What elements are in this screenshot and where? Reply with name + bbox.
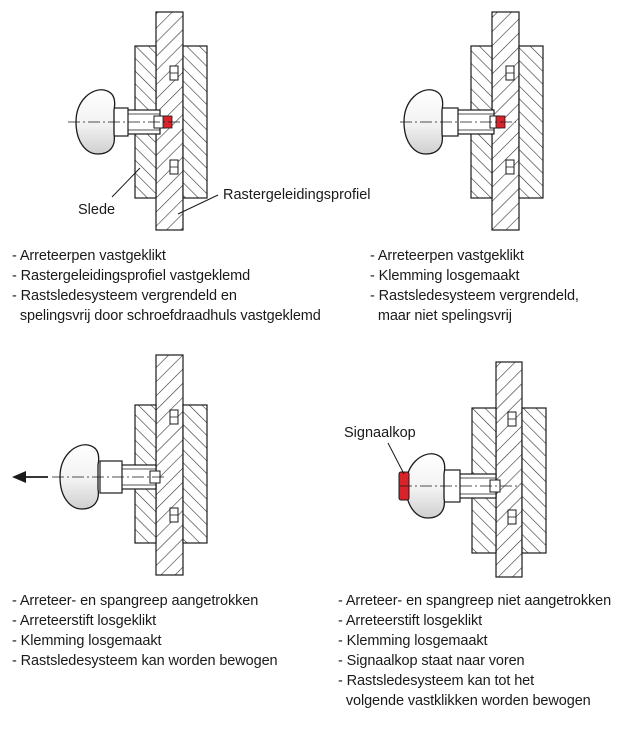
description-line: - Arreteerpen vastgeklikt [12, 248, 166, 264]
description-line: - Arreteerpen vastgeklikt [370, 248, 524, 264]
screw-bottom [505, 159, 515, 175]
rail-profile [495, 361, 523, 578]
slide-block-right [182, 404, 208, 544]
screw-bottom [507, 509, 517, 525]
description-line: maar niet spelingsvrij [370, 308, 512, 324]
description-line: - Rastsledesysteem kan worden bewogen [12, 653, 278, 669]
screw-bottom [169, 159, 179, 175]
description-line: - Signaalkop staat naar voren [338, 653, 525, 669]
panel-3-drawing [12, 354, 208, 576]
panel-2-description: - Arreteerpen vastgeklikt - Klemming los… [370, 246, 579, 326]
description-line: - Rastsledesysteem kan tot het [338, 673, 535, 689]
screw-top [169, 65, 179, 81]
description-line: spelingsvrij door schroefdraadhuls vastg… [12, 308, 321, 324]
screw-top [507, 411, 517, 427]
description-line: - Rastergeleidingsprofiel vastgeklemd [12, 268, 251, 284]
screw-top [169, 409, 179, 425]
panel-3-description: - Arreteer- en spangreep aangetrokken - … [12, 591, 278, 671]
leader-profile [177, 194, 219, 215]
slide-block-right [521, 407, 547, 554]
label-slide: Slede [78, 202, 115, 218]
rail-profile [155, 354, 184, 576]
description-line: - Arreteer- en spangreep aangetrokken [12, 593, 259, 609]
panel-1-drawing: Slede Rastergeleidingsprofiel [68, 11, 371, 231]
panel-2-drawing [400, 11, 544, 231]
leader-signal [387, 442, 405, 475]
description-line: - Arreteerstift losgeklikt [12, 613, 157, 629]
panel-4-drawing: Signaalkop [344, 361, 547, 578]
description-line: - Arreteerstift losgeklikt [338, 613, 483, 629]
leader-slide [111, 167, 141, 198]
panel-1-description: - Arreteerpen vastgeklikt - Rastergeleid… [12, 246, 321, 326]
description-line: - Klemming losgemaakt [370, 268, 520, 284]
screw-bottom [169, 507, 179, 523]
screw-top [505, 65, 515, 81]
label-profile: Rastergeleidingsprofiel [223, 187, 371, 203]
description-line: - Klemming losgemaakt [12, 633, 162, 649]
panel-4-description: - Arreteer- en spangreep niet aangetrokk… [338, 591, 611, 711]
description-line: - Rastsledesysteem vergrendeld en [12, 288, 237, 304]
description-line: - Rastsledesysteem vergrendeld, [370, 288, 579, 304]
description-line: - Arreteer- en spangreep niet aangetrokk… [338, 593, 612, 609]
description-line: - Klemming losgemaakt [338, 633, 488, 649]
pull-arrow [12, 471, 48, 483]
slide-block-right [182, 45, 208, 199]
label-signal: Signaalkop [344, 425, 416, 441]
slide-block-right [518, 45, 544, 199]
description-line: volgende vastklikken worden bewogen [338, 693, 591, 709]
